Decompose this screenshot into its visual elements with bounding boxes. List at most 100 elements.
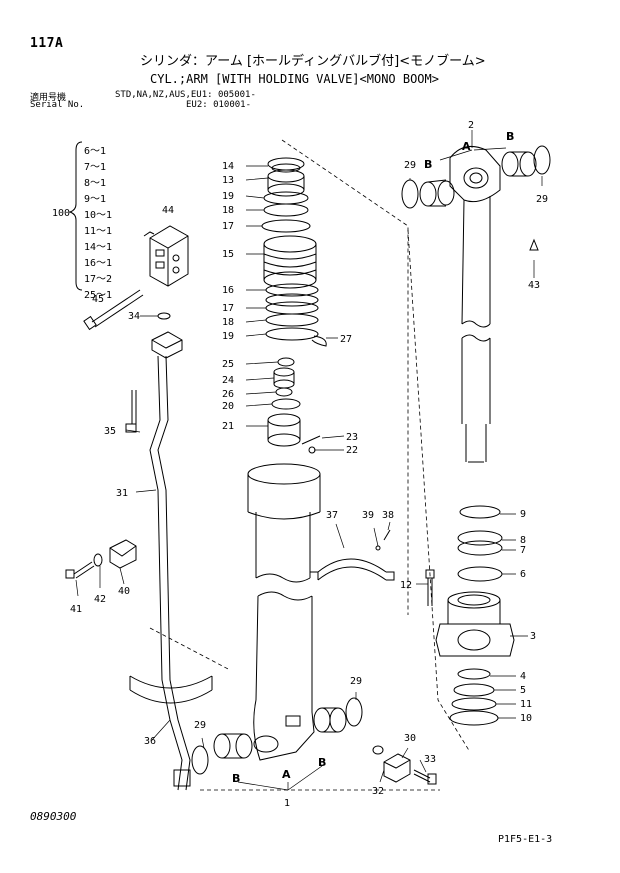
callout-27: 27 <box>340 334 352 345</box>
callout-43: 43 <box>528 280 540 291</box>
callout-4: 4 <box>520 671 526 682</box>
callout-3: 3 <box>530 631 536 642</box>
kit-item: 8～1 <box>84 178 107 189</box>
o-ring-34 <box>157 312 171 320</box>
callout-21: 21 <box>222 421 234 432</box>
ring-6 <box>457 566 503 582</box>
page-number: 117A <box>30 36 64 51</box>
ring-8 <box>457 530 503 546</box>
callout-25: 25 <box>222 359 234 370</box>
callout-19-b: 19 <box>222 331 234 342</box>
callout-34: 34 <box>128 311 140 322</box>
bolt-33 <box>413 769 437 785</box>
ring-11 <box>451 697 497 711</box>
callout-29-b: 29 <box>536 194 548 205</box>
label-A-bottom: A <box>282 768 291 781</box>
washer-42 <box>93 553 103 567</box>
callout-38: 38 <box>382 510 394 521</box>
callout-17: 17 <box>222 221 234 232</box>
part-27-ring <box>311 335 327 347</box>
callout-39: 39 <box>362 510 374 521</box>
models-value: STD,NA,NZ,AUS,EU1: 005001- <box>115 90 256 100</box>
bushing-top-right <box>501 145 551 177</box>
callout-40: 40 <box>118 586 130 597</box>
kit-bracket: 100 <box>52 141 83 291</box>
callout-12: 12 <box>400 580 412 591</box>
callout-35: 35 <box>104 426 116 437</box>
part-18-ring-b <box>265 313 319 327</box>
part-19-ring <box>263 191 309 205</box>
kit-item: 25～1 <box>84 290 113 301</box>
callout-29-a: 29 <box>404 160 416 171</box>
callout-44: 44 <box>162 205 174 216</box>
ring-7 <box>457 540 503 556</box>
callout-22: 22 <box>346 445 358 456</box>
label-B-bottom-left: B <box>232 772 240 785</box>
callout-13: 13 <box>222 175 234 186</box>
callout-24: 24 <box>222 375 234 386</box>
ring-9 <box>459 505 501 519</box>
part-26-ring <box>275 387 293 397</box>
callout-36: 36 <box>144 736 156 747</box>
bracket-36 <box>129 675 213 704</box>
label-B-top-right: B <box>506 130 514 143</box>
bolt-12 <box>425 569 435 606</box>
callout-11: 11 <box>520 699 532 710</box>
callout-29-d: 29 <box>350 676 362 687</box>
clamp-40 <box>109 539 137 569</box>
bushing-top-left <box>401 179 455 209</box>
cylinder-head <box>435 591 515 657</box>
holding-valve <box>143 225 189 287</box>
callout-42: 42 <box>94 594 106 605</box>
part-17-ring <box>261 219 311 233</box>
bushing-bottom-right <box>313 697 363 733</box>
label-B-top-left: B <box>424 158 432 171</box>
callout-29-c: 29 <box>194 720 206 731</box>
serial-label: Serial No. <box>30 100 85 110</box>
callout-45: 45 <box>92 294 104 305</box>
callout-26: 26 <box>222 389 234 400</box>
callout-19: 19 <box>222 191 234 202</box>
callout-15: 15 <box>222 249 234 260</box>
title-english: CYL.;ARM [WITH HOLDING VALVE]<MONO BOOM> <box>150 72 439 86</box>
models-label: 適用号機 <box>30 93 67 103</box>
ring-5 <box>453 683 495 697</box>
cylinder-tube <box>247 463 321 761</box>
label-A-top: A <box>462 140 471 153</box>
callout-6: 6 <box>520 569 526 580</box>
bolt-35 <box>125 390 137 433</box>
callout-18: 18 <box>222 205 234 216</box>
callout-14: 14 <box>222 161 234 172</box>
callout-9: 9 <box>520 509 526 520</box>
callout-8: 8 <box>520 535 526 546</box>
piston-rod <box>449 145 501 463</box>
kit-item: 7～1 <box>84 162 107 173</box>
callout-41: 41 <box>70 604 82 615</box>
kit-item: 6～1 <box>84 146 107 157</box>
callout-7: 7 <box>520 545 526 556</box>
bolt-45 <box>83 289 144 331</box>
callout-16: 16 <box>222 285 234 296</box>
assembly-frame <box>149 139 471 791</box>
block-30 <box>383 753 411 783</box>
pipe-block <box>151 331 183 359</box>
callout-32: 32 <box>372 786 384 797</box>
ring-4 <box>457 668 491 680</box>
sheet-code: P1F5-E1-3 <box>498 834 553 845</box>
ring-10 <box>449 710 499 726</box>
callout-5: 5 <box>520 685 526 696</box>
o-ring-32 <box>372 745 384 755</box>
bushing-bottom-left <box>191 733 253 775</box>
kit-item: 11～1 <box>84 226 113 237</box>
part-13-ring <box>267 169 305 183</box>
part-25-ring <box>277 357 295 367</box>
callout-20: 20 <box>222 401 234 412</box>
callout-2: 2 <box>468 120 474 131</box>
callout-10: 10 <box>520 713 532 724</box>
part-19-ring-b <box>265 327 319 341</box>
pipe-31 <box>149 355 191 791</box>
callout-18-b: 18 <box>222 317 234 328</box>
grease-fitting-43 <box>529 238 539 251</box>
callout-1: 1 <box>284 798 290 809</box>
